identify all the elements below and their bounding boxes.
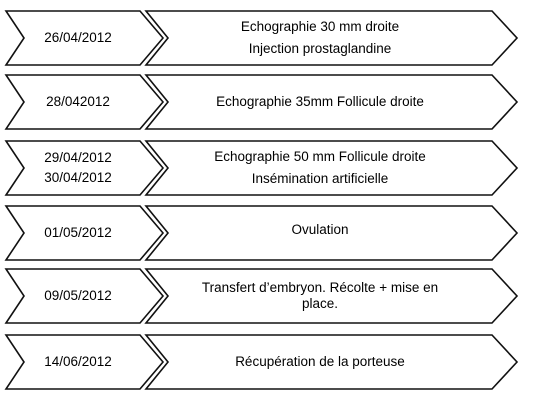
event-label: Echographie 35mm Follicule droite (216, 94, 424, 110)
date-chevron (4, 334, 165, 390)
event-label: Transfert d’embryon. Récolte + mise en (201, 280, 439, 296)
date-chevron (4, 10, 165, 66)
event-label: Ovulation (291, 222, 349, 237)
date-label-group: 01/05/2012 (18, 205, 138, 261)
timeline-row: 09/05/2012 Transfert d’embryon. Récolte … (0, 268, 534, 324)
date-chevron (4, 74, 165, 130)
event-chevron (144, 10, 519, 66)
timeline-row: 28/042012 Echographie 35mm Follicule dro… (0, 74, 534, 130)
date-label-group: 28/042012 (18, 74, 138, 130)
event-label-group: Echographie 35mm Follicule droite (160, 74, 480, 130)
date-label: 01/05/2012 (44, 224, 112, 240)
row-arrows (4, 74, 519, 130)
event-chevron (144, 74, 519, 130)
date-label: 30/04/2012 (44, 170, 112, 185)
event-label: Récupération de la porteuse (235, 354, 405, 370)
event-label-group: Transfert d’embryon. Récolte + mise en p… (160, 268, 480, 324)
event-label-group: Ovulation (160, 205, 480, 261)
event-chevron (144, 334, 519, 390)
date-label-group: 09/05/2012 (18, 268, 138, 324)
row-arrows (4, 10, 519, 66)
event-label: Insémination artificielle (251, 171, 389, 186)
date-label: 09/05/2012 (44, 287, 112, 303)
date-chevron (4, 140, 165, 196)
event-label-group: Echographie 30 mm droite Injection prost… (160, 10, 480, 66)
timeline-row: 14/06/2012 Récupération de la porteuse (0, 334, 534, 390)
event-label: Echographie 30 mm droite (240, 19, 400, 35)
event-label: Echographie 50 mm Follicule droite (214, 149, 426, 165)
timeline-row: 26/04/2012 Echographie 30 mm droite Inje… (0, 10, 534, 66)
event-chevron (144, 205, 519, 261)
timeline-row: 29/04/2012 30/04/2012 Echographie 50 mm … (0, 140, 534, 196)
event-chevron (144, 268, 519, 324)
row-arrows (4, 205, 519, 261)
event-label: place. (301, 296, 339, 311)
date-label: 26/04/2012 (44, 29, 112, 45)
event-chevron (144, 140, 519, 196)
event-label-group: Echographie 50 mm Follicule droite Insém… (160, 140, 480, 196)
date-label-group: 29/04/2012 30/04/2012 (18, 140, 138, 196)
date-chevron (4, 268, 165, 324)
date-label: 14/06/2012 (44, 353, 112, 369)
date-label-group: 14/06/2012 (18, 334, 138, 390)
row-arrows (4, 268, 519, 324)
row-arrows (4, 334, 519, 390)
date-chevron (4, 205, 165, 261)
timeline-row: 01/05/2012 Ovulation (0, 205, 534, 261)
date-label-group: 26/04/2012 (18, 10, 138, 66)
date-label: 28/042012 (46, 93, 110, 109)
date-label: 29/04/2012 (44, 149, 112, 165)
event-label: Injection prostaglandine (248, 41, 392, 56)
event-label-group: Récupération de la porteuse (160, 334, 480, 390)
row-arrows (4, 140, 519, 196)
